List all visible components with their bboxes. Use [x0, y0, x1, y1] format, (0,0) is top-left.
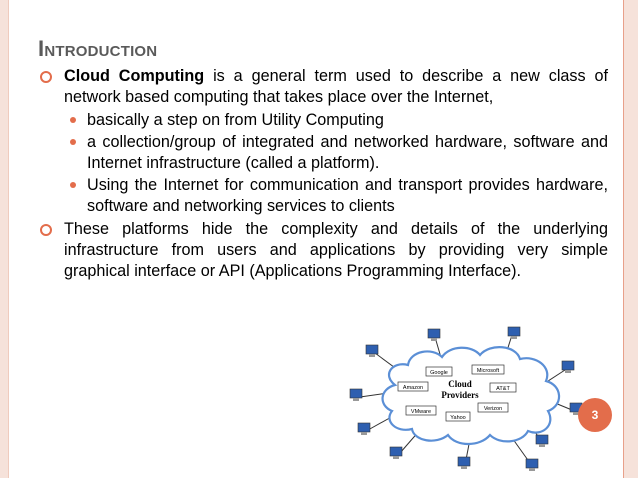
- computer-icon: [365, 344, 379, 357]
- computer-icon: [507, 326, 521, 339]
- computer-icon: [427, 328, 441, 341]
- provider-label: VMware: [411, 409, 431, 415]
- dot-bullet-icon: [70, 139, 76, 145]
- provider-label: Google: [430, 370, 448, 376]
- sub-bullet-text: basically a step on from Utility Computi…: [87, 111, 384, 129]
- provider-label: AT&T: [496, 386, 510, 392]
- computer-icon: [389, 446, 403, 459]
- sub-bullet-text: a collection/group of integrated and net…: [87, 133, 608, 172]
- provider-labels: Google Microsoft Amazon AT&T Verizon VMw…: [397, 364, 517, 422]
- page-number-badge: 3: [578, 398, 612, 432]
- computer-icon: [457, 456, 471, 469]
- bullet-item: Cloud Computing is a general term used t…: [38, 66, 608, 108]
- bullet-bold-term: Cloud Computing: [64, 67, 205, 85]
- cloud-providers-diagram: Google Microsoft Amazon AT&T Verizon VMw…: [349, 326, 583, 471]
- computer-icon: [535, 434, 549, 447]
- computer-icon: [561, 360, 575, 373]
- client-computers: [349, 326, 583, 471]
- ring-bullet-icon: [40, 224, 52, 236]
- provider-label: Microsoft: [477, 368, 500, 374]
- right-border-strip: [624, 0, 638, 478]
- sub-bullet-item: Using the Internet for communication and…: [38, 175, 608, 217]
- bullet-text: is a general term used to describe a new…: [64, 67, 609, 106]
- provider-label: Verizon: [484, 406, 502, 412]
- computer-icon: [357, 422, 371, 435]
- left-border-strip: [0, 0, 8, 478]
- slide-body: Cloud Computing is a general term used t…: [38, 66, 608, 282]
- provider-label: Amazon: [403, 385, 423, 391]
- bullet-text: These platforms hide the complexity and …: [64, 220, 608, 280]
- sub-bullet-item: basically a step on from Utility Computi…: [38, 110, 608, 131]
- sub-bullet-text: Using the Internet for communication and…: [87, 176, 608, 215]
- slide-title: Introduction: [38, 36, 158, 61]
- dot-bullet-icon: [70, 182, 76, 188]
- right-border-line: [623, 0, 624, 478]
- provider-label: Yahoo: [450, 415, 466, 421]
- dot-bullet-icon: [70, 117, 76, 123]
- computer-icon: [525, 458, 539, 471]
- ring-bullet-icon: [40, 71, 52, 83]
- sub-bullet-item: a collection/group of integrated and net…: [38, 132, 608, 174]
- cloud-title-line1: Cloud: [448, 379, 472, 389]
- computer-icon: [349, 388, 363, 401]
- bullet-item: These platforms hide the complexity and …: [38, 219, 608, 282]
- left-border-line: [8, 0, 9, 478]
- cloud-title-line2: Providers: [441, 390, 479, 400]
